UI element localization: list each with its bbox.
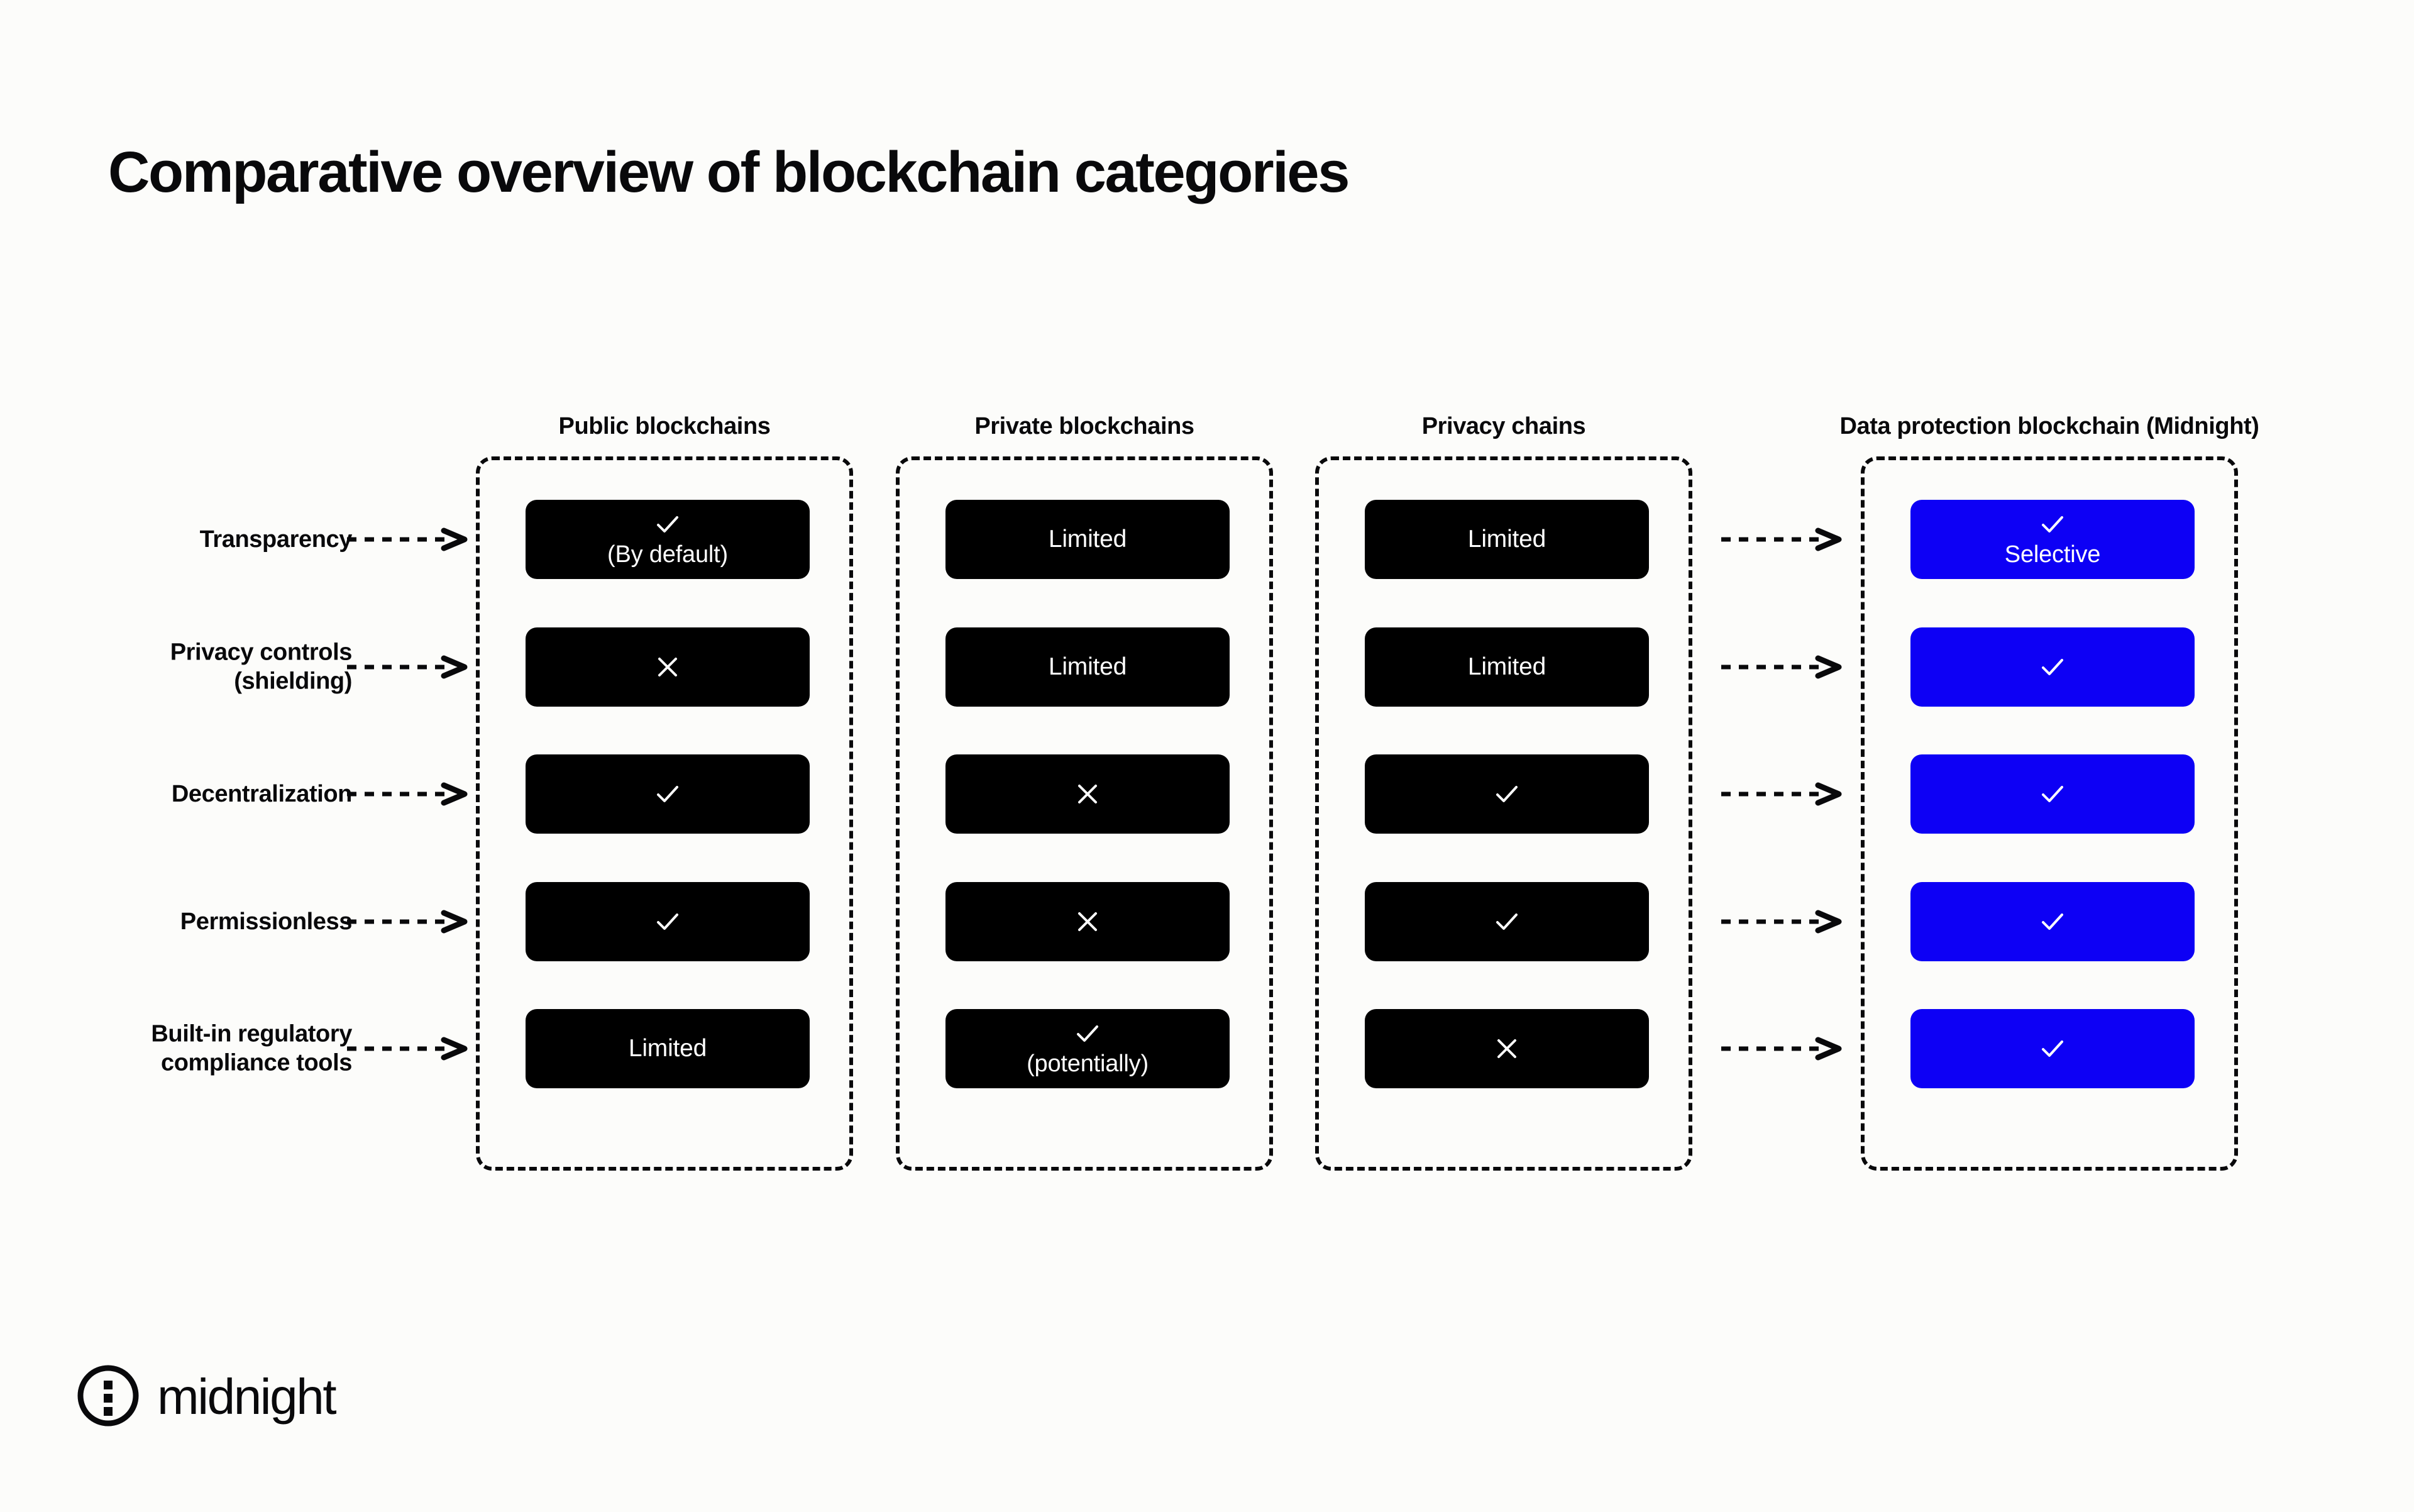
row-label-compliance: Built-in regulatory compliance tools [38, 1020, 352, 1078]
arrow-to-midnight-compliance [1721, 1037, 1842, 1061]
arrow-to-midnight-decentralization [1721, 782, 1842, 806]
page-title: Comparative overview of blockchain categ… [108, 140, 1350, 204]
check-icon [2039, 510, 2066, 538]
row-label-permissionless: Permissionless [38, 907, 353, 936]
cell-transparency-private: Limited [945, 500, 1230, 579]
column-container-private [896, 456, 1273, 1171]
cell-compliance-private: (potentially) [945, 1009, 1230, 1088]
cell-privacy-controls-private: Limited [945, 627, 1230, 707]
cross-icon [1493, 1035, 1521, 1062]
cell-compliance-privacy [1365, 1009, 1649, 1088]
row-label-transparency: Transparency [38, 525, 353, 554]
check-icon [2039, 653, 2066, 681]
row-label-line: Transparency [199, 526, 353, 553]
cell-decentralization-privacy [1365, 754, 1649, 834]
cell-text: Limited [1048, 653, 1127, 680]
arrow-to-midnight-permissionless [1721, 910, 1842, 934]
row-label-line: Built-in regulatory [151, 1020, 352, 1047]
brand-logo: midnight [75, 1363, 337, 1428]
arrow-to-midnight-transparency [1721, 527, 1842, 551]
row-label-privacy-controls: Privacy controls(shielding) [38, 638, 353, 697]
cross-icon [1074, 908, 1101, 935]
column-header-private: Private blockchains [974, 413, 1194, 439]
arrow-label-to-privacy-controls [347, 655, 468, 679]
cell-transparency-public: (By default) [526, 500, 810, 579]
cell-text: Limited [1467, 653, 1546, 680]
column-container-public [476, 456, 853, 1171]
cell-permissionless-public [526, 882, 810, 961]
cell-permissionless-privacy [1365, 882, 1649, 961]
cross-icon [654, 653, 681, 681]
cell-privacy-controls-public [526, 627, 810, 707]
cell-text: (By default) [607, 541, 728, 568]
check-icon [2039, 780, 2066, 808]
row-label-line: Permissionless [180, 908, 353, 935]
cell-permissionless-private [945, 882, 1230, 961]
cell-text: Selective [2004, 541, 2101, 568]
column-header-public: Public blockchains [558, 413, 771, 439]
check-icon [654, 780, 681, 808]
cell-compliance-public: Limited [526, 1009, 810, 1088]
cell-privacy-controls-midnight [1910, 627, 2195, 707]
row-label-line: (shielding) [234, 668, 352, 695]
check-icon [654, 908, 681, 935]
cell-text: Limited [628, 1034, 707, 1062]
check-icon [2039, 908, 2066, 935]
column-container-midnight [1861, 456, 2238, 1171]
midnight-circle-dots-logo-icon [75, 1363, 141, 1428]
cell-decentralization-private [945, 754, 1230, 834]
column-container-privacy [1315, 456, 1692, 1171]
cell-decentralization-midnight [1910, 754, 2195, 834]
cell-compliance-midnight [1910, 1009, 2195, 1088]
arrow-label-to-permissionless [347, 910, 468, 934]
column-header-midnight: Data protection blockchain (Midnight) [1839, 413, 2259, 439]
arrow-label-to-compliance [347, 1037, 468, 1061]
arrow-label-to-transparency [347, 527, 468, 551]
cell-permissionless-midnight [1910, 882, 2195, 961]
cell-text: Limited [1048, 525, 1127, 553]
cell-transparency-privacy: Limited [1365, 500, 1649, 579]
row-label-line: compliance tools [160, 1050, 352, 1076]
cell-text: (potentially) [1027, 1051, 1149, 1078]
check-icon [654, 510, 681, 538]
arrow-to-midnight-privacy-controls [1721, 655, 1842, 679]
row-label-decentralization: Decentralization [38, 780, 353, 808]
check-icon [1493, 908, 1521, 935]
cell-transparency-midnight: Selective [1910, 500, 2195, 579]
arrow-label-to-decentralization [347, 782, 468, 806]
cell-privacy-controls-privacy: Limited [1365, 627, 1649, 707]
row-label-line: Decentralization [171, 780, 353, 807]
column-header-privacy: Privacy chains [1421, 413, 1586, 439]
check-icon [1493, 780, 1521, 808]
cross-icon [1074, 780, 1101, 808]
cell-text: Limited [1467, 525, 1546, 553]
brand-wordmark: midnight [157, 1369, 337, 1425]
cell-decentralization-public [526, 754, 810, 834]
check-icon [2039, 1035, 2066, 1062]
check-icon [1074, 1020, 1101, 1047]
row-label-line: Privacy controls [170, 639, 353, 666]
